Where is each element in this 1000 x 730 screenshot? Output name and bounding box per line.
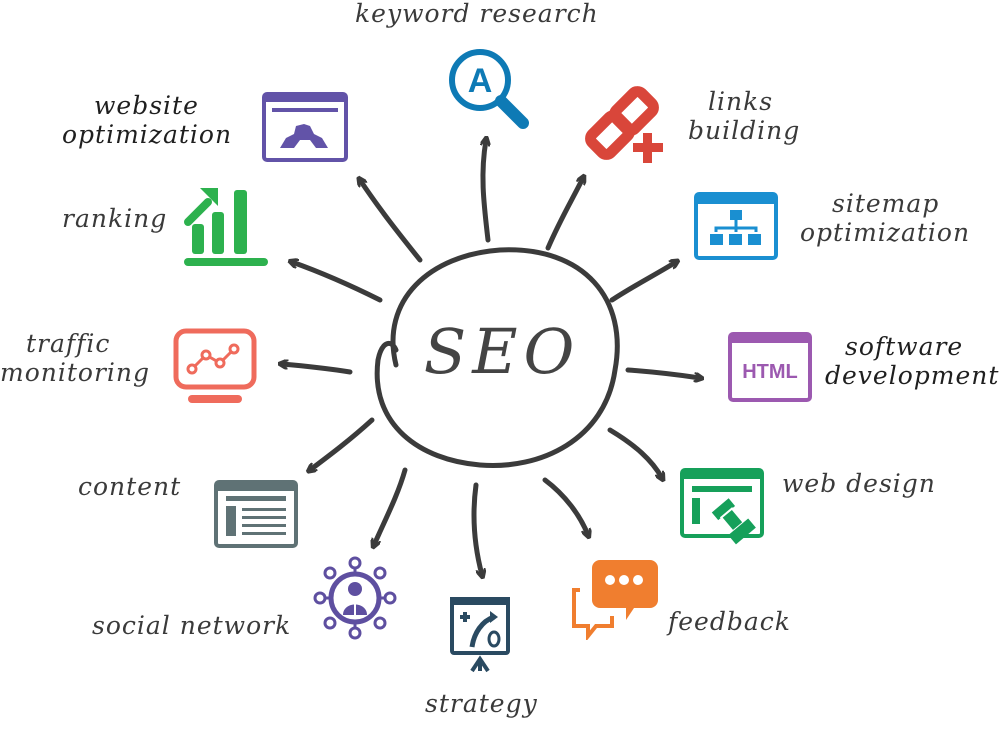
label-website-optimization: website optimization bbox=[62, 91, 233, 150]
sitemap-window-icon bbox=[694, 192, 778, 260]
label-line: software bbox=[845, 332, 964, 361]
center-seo-label: SEO bbox=[423, 315, 581, 388]
label-links-building: links building bbox=[688, 87, 801, 146]
label-ranking: ranking bbox=[62, 204, 168, 233]
label-web-design: web design bbox=[782, 469, 936, 498]
monitor-chart-icon bbox=[173, 328, 257, 403]
label-line: sitemap bbox=[832, 189, 940, 218]
label-line: building bbox=[688, 115, 801, 145]
label-keyword-research: keyword research bbox=[355, 0, 599, 28]
window-gear-icon bbox=[262, 92, 348, 162]
label-line: links bbox=[708, 87, 774, 116]
label-line: optimization bbox=[62, 119, 233, 149]
label-line: monitoring bbox=[0, 357, 151, 387]
magnifier-a-icon: A bbox=[449, 49, 529, 129]
label-feedback: feedback bbox=[668, 607, 791, 636]
social-network-icon bbox=[313, 556, 397, 640]
label-software-development: software development bbox=[825, 332, 1000, 391]
chain-link-plus-icon bbox=[585, 86, 663, 163]
label-line: optimization bbox=[800, 217, 971, 247]
label-traffic-monitoring: traffic monitoring bbox=[0, 329, 151, 388]
label-content: content bbox=[78, 472, 182, 501]
label-sitemap-optimization: sitemap optimization bbox=[800, 189, 971, 248]
label-line: website bbox=[94, 91, 199, 120]
strategy-board-icon bbox=[450, 597, 510, 673]
label-line: development bbox=[825, 360, 1000, 390]
label-strategy: strategy bbox=[425, 689, 538, 718]
html-window-icon: HTML bbox=[728, 332, 812, 402]
label-line: traffic bbox=[26, 329, 111, 358]
design-window-icon bbox=[680, 468, 764, 545]
svg-text:HTML: HTML bbox=[742, 361, 798, 383]
label-social-network: social network bbox=[92, 611, 292, 640]
content-window-icon bbox=[214, 480, 298, 548]
svg-text:A: A bbox=[468, 62, 493, 100]
speech-bubbles-icon bbox=[572, 560, 658, 640]
bar-chart-up-icon bbox=[184, 188, 268, 266]
